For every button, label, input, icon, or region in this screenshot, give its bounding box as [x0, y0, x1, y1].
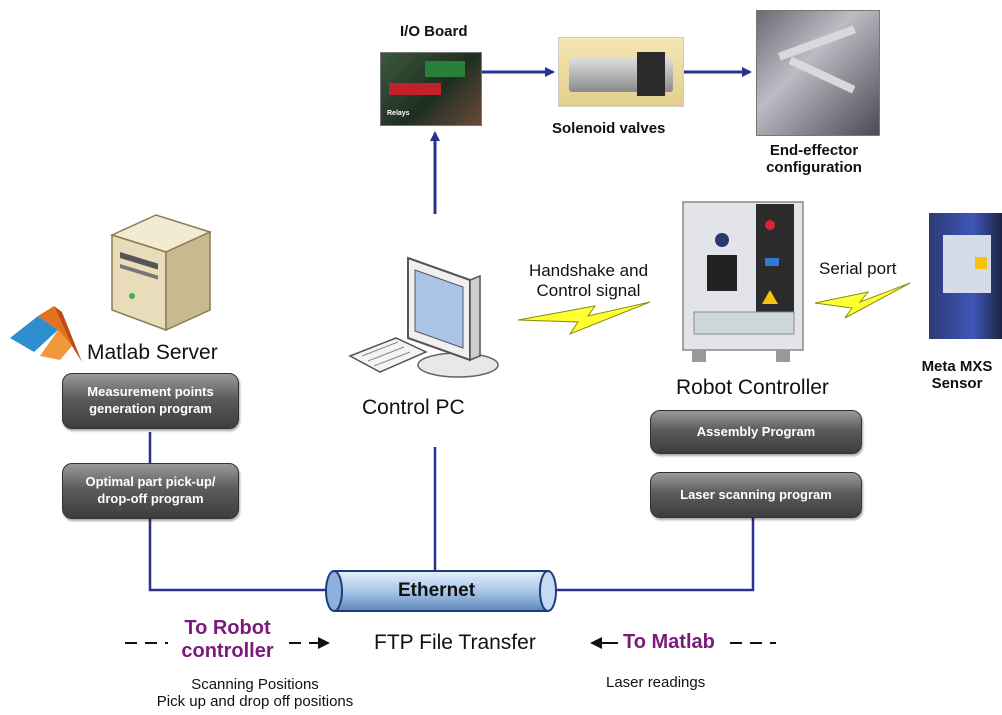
- server-tower-icon: [109, 214, 213, 332]
- handshake-label: Handshake and Control signal: [516, 261, 661, 300]
- matlab-server-label: Matlab Server: [87, 341, 218, 364]
- io-board-photo: Relays: [380, 52, 482, 126]
- pickup-program-line1: Optimal part pick-up/: [85, 474, 216, 490]
- ftp-transfer-label: FTP File Transfer: [374, 631, 536, 654]
- meta-sensor-label-line1: Meta MXS: [921, 358, 993, 375]
- laser-scanning-program-label: Laser scanning program: [680, 486, 832, 502]
- robot-transfer-contents: Scanning Positions Pick up and drop off …: [110, 676, 400, 711]
- line-robot-to-ethernet: [553, 517, 755, 592]
- end-effector-photo: [756, 10, 880, 136]
- assembly-program-label: Assembly Program: [696, 423, 816, 439]
- measurement-program-line2: generation program: [89, 401, 212, 416]
- assembly-program-pill: Assembly Program: [650, 410, 862, 454]
- laser-readings-label: Laser readings: [606, 674, 706, 691]
- robot-controller-label: Robot Controller: [676, 376, 829, 399]
- end-effector-label: End-effector configuration: [744, 142, 884, 177]
- pickup-program-line2: drop-off program: [97, 491, 204, 506]
- solenoid-valves-photo: [558, 37, 684, 107]
- laser-scanning-program-pill: Laser scanning program: [650, 472, 862, 518]
- to-robot-line1: To Robot: [184, 617, 271, 639]
- measurement-program-pill: Measurement points generation program: [62, 373, 239, 429]
- scanning-positions-label: Scanning Positions: [191, 676, 319, 693]
- handshake-label-line2: Control signal: [536, 280, 641, 300]
- robot-controller-icon: [682, 201, 804, 362]
- to-matlab-label: To Matlab: [623, 631, 715, 653]
- handshake-label-line1: Handshake and: [528, 261, 649, 280]
- meta-sensor-label-line2: Sensor: [931, 375, 983, 393]
- solenoid-valves-label: Solenoid valves: [552, 120, 666, 137]
- meta-sensor-photo: [929, 213, 1002, 339]
- matlab-logo-icon: [10, 306, 82, 362]
- end-effector-label-line1: End-effector: [769, 142, 859, 159]
- serial-port-label: Serial port: [819, 259, 897, 278]
- control-pc-icon: [348, 256, 499, 378]
- measurement-program-line1: Measurement points: [87, 384, 214, 400]
- pick-drop-positions-label: Pick up and drop off positions: [156, 693, 354, 711]
- to-robot-controller-label: To Robot controller: [160, 617, 295, 663]
- lightning-serial: [814, 282, 911, 319]
- dash-to-robot-head: [318, 637, 330, 649]
- dash-to-matlab-head: [590, 637, 602, 649]
- ethernet-label: Ethernet: [398, 580, 476, 601]
- relays-label: Relays: [387, 110, 410, 117]
- lightning-handshake: [517, 301, 651, 336]
- end-effector-label-line2: configuration: [766, 159, 862, 177]
- control-pc-label: Control PC: [362, 396, 465, 419]
- to-robot-line2: controller: [181, 640, 274, 662]
- meta-sensor-label: Meta MXS Sensor: [912, 358, 1002, 393]
- io-board-label: I/O Board: [400, 23, 468, 40]
- pickup-program-pill: Optimal part pick-up/ drop-off program: [62, 463, 239, 519]
- ethernet-pipe: [325, 570, 557, 612]
